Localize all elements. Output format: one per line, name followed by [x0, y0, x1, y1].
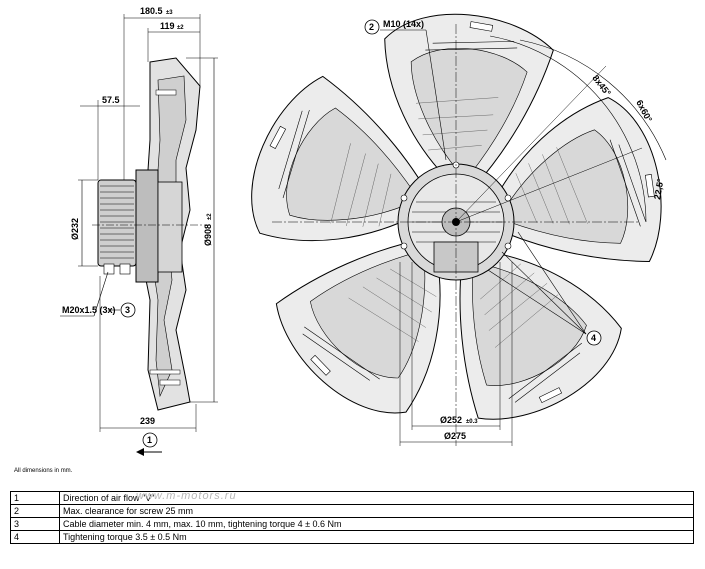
legend-row: 4 Tightening torque 3.5 ± 0.5 Nm: [10, 530, 694, 544]
dim-motor-diameter: Ø232: [70, 218, 80, 240]
callout-3: 3: [125, 305, 130, 315]
legend-num: 2: [10, 504, 60, 518]
angle-45-label: 8x45°: [590, 73, 613, 98]
dim-ring-outer: Ø275: [444, 431, 466, 441]
dim-ring-inner-tol: ±0.3: [466, 419, 478, 425]
dim-hub-offset: 57.5: [102, 95, 120, 105]
legend-num: 1: [10, 491, 60, 505]
legend-text: Cable diameter min. 4 mm, max. 10 mm, ti…: [59, 517, 694, 531]
airflow-arrow-icon: [136, 448, 144, 456]
callout-1: 1: [147, 435, 152, 445]
units-note: All dimensions in mm.: [14, 468, 73, 474]
thread-label: M20x1.5 (3x): [62, 305, 116, 315]
dim-ring-inner: Ø252: [440, 415, 462, 425]
dim-overall-depth-tol: ±3: [166, 10, 173, 16]
side-view: 180.5 ±3 119 ±2 57.5 Ø232 Ø908 ±2 M20x1.…: [60, 6, 218, 456]
screw-label: M10 (14x): [383, 19, 424, 29]
watermark: www.m-motors.ru: [136, 490, 237, 502]
dim-rotor-depth: 119: [160, 21, 175, 31]
legend-num: 4: [10, 530, 60, 544]
legend-row: 3 Cable diameter min. 4 mm, max. 10 mm, …: [10, 517, 694, 531]
dim-fan-diameter: Ø908: [203, 224, 213, 246]
dim-base-length: 239: [140, 416, 155, 426]
dim-overall-depth: 180.5: [140, 6, 163, 16]
legend-text: Tightening torque 3.5 ± 0.5 Nm: [59, 530, 694, 544]
callout-2: 2: [369, 22, 374, 32]
legend-num: 3: [10, 517, 60, 531]
legend-table: 1 Direction of air flow "V" 2 Max. clear…: [10, 491, 694, 544]
legend-row: 2 Max. clearance for screw 25 mm: [10, 504, 694, 518]
legend-text: Max. clearance for screw 25 mm: [59, 504, 694, 518]
technical-drawing: 180.5 ±3 119 ±2 57.5 Ø232 Ø908 ±2 M20x1.…: [60, 0, 671, 456]
dim-fan-diameter-tol: ±2: [207, 213, 213, 220]
legend-row: 1 Direction of air flow "V": [10, 491, 694, 505]
angle-225-label: 22,5°: [652, 177, 666, 200]
callout-4: 4: [591, 333, 596, 343]
front-view: 2 M10 (14x) 8x45° 6x60° 22,5° 4 Ø252 ±0.…: [224, 0, 671, 446]
dim-rotor-depth-tol: ±2: [177, 25, 184, 31]
